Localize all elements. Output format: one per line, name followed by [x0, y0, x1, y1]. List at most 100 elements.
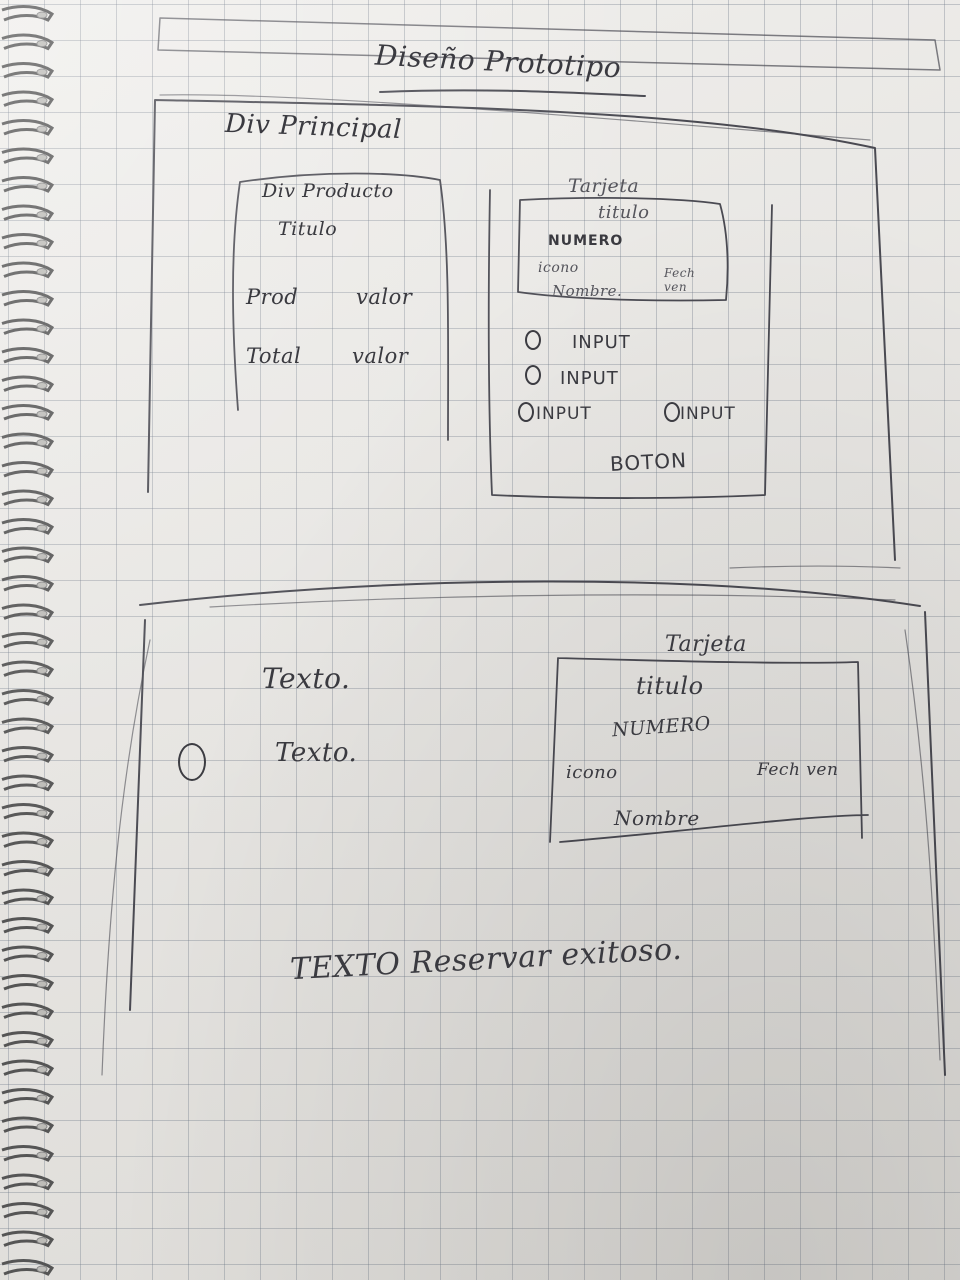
product-row-value: valor [356, 285, 413, 309]
card-top-title: titulo [598, 202, 650, 223]
spiral-hole [36, 752, 48, 760]
card-bottom-icon: icono [566, 762, 618, 783]
spiral-hole [36, 1066, 48, 1073]
product-box-label: Div Producto [262, 180, 394, 202]
product-box-outline [232, 172, 450, 441]
spiral-hole [36, 667, 48, 674]
spiral-hole [36, 410, 48, 418]
spiral-hole [36, 923, 48, 931]
spiral-hole [36, 610, 48, 617]
spiral-ring [1, 774, 55, 792]
spiral-hole [36, 382, 48, 389]
card-top-outline [517, 197, 729, 302]
spiral-hole [36, 553, 48, 560]
spiral-ring [1, 404, 55, 421]
spiral-ring [1, 888, 55, 906]
spiral-hole [36, 1094, 48, 1102]
spiral-hole [36, 581, 48, 589]
spiral-hole [36, 296, 48, 304]
spiral-ring [1, 974, 55, 991]
spiral-ring [1, 119, 55, 136]
spiral-ring [1, 347, 55, 364]
input-label[interactable]: INPUT [536, 404, 592, 424]
spiral-hole [36, 1180, 48, 1187]
bottom-div-outline [129, 611, 946, 1076]
spiral-ring [1, 1002, 55, 1020]
spiral-ring [1, 1173, 55, 1191]
spiral-hole [36, 325, 48, 332]
title-underline [379, 89, 646, 97]
spiral-hole [36, 68, 48, 76]
spiral-hole [36, 838, 48, 845]
spiral-hole [36, 695, 48, 703]
radio-circle[interactable] [518, 402, 534, 422]
spiral-ring [1, 546, 55, 564]
card-top-date: Fech ven [664, 266, 696, 294]
spiral-ring [1, 375, 55, 393]
spiral-ring [1, 204, 55, 222]
spiral-ring [1, 489, 55, 507]
spiral-ring [1, 831, 55, 849]
spiral-hole [36, 1009, 48, 1016]
spiral-hole [36, 239, 48, 247]
spiral-ring [1, 432, 55, 450]
spiral-hole [36, 182, 48, 190]
card-bottom-name: Nombre [614, 806, 700, 830]
spiral-ring [1, 461, 55, 478]
spiral-ring [1, 176, 55, 193]
spiral-ring [1, 689, 55, 706]
input-label[interactable]: INPUT [572, 332, 631, 353]
spiral-hole [36, 952, 48, 959]
card-bottom-date: Fech ven [757, 760, 839, 780]
spiral-hole [36, 97, 48, 104]
form-box-outline [487, 189, 773, 499]
title-box [157, 17, 941, 71]
spiral-hole [36, 895, 48, 902]
spiral-hole [36, 1208, 48, 1216]
input-label[interactable]: INPUT [560, 368, 619, 389]
spiral-hole [36, 638, 48, 646]
spiral-ring [1, 1116, 55, 1134]
spiral-ring [1, 518, 55, 535]
product-row-label: Prod [246, 285, 299, 309]
spiral-ring [1, 318, 55, 336]
spiral-hole [36, 724, 48, 731]
input-label[interactable]: INPUT [680, 404, 736, 424]
spiral-ring [1, 1088, 55, 1105]
card-bottom-title: titulo [636, 672, 704, 700]
total-row-label: Total [246, 344, 302, 368]
spiral-hole [36, 40, 48, 47]
spiral-ring [1, 1031, 55, 1048]
card-bottom-outline [549, 657, 869, 843]
spiral-hole [36, 268, 48, 275]
spiral-ring [1, 1230, 55, 1248]
spiral-hole [36, 1265, 48, 1273]
card-bottom-label: Tarjeta [665, 632, 747, 657]
spiral-ring [1, 261, 55, 279]
spiral-ring [1, 660, 55, 678]
spiral-binding [1, 5, 55, 1276]
spiral-ring [1, 1145, 55, 1162]
spiral-hole [36, 467, 48, 475]
spiral-hole [36, 1151, 48, 1159]
card-top-name: Nombre. [552, 282, 623, 300]
radio-circle[interactable] [525, 365, 541, 385]
radio-circle[interactable] [664, 402, 680, 422]
spiral-ring [1, 62, 55, 79]
spiral-ring [1, 1259, 55, 1276]
main-div-label: Div Principal [224, 108, 403, 146]
spiral-hole [36, 154, 48, 161]
radio-circle[interactable] [525, 330, 541, 350]
spiral-hole [36, 866, 48, 874]
spiral-hole [36, 1123, 48, 1130]
spiral-hole [36, 439, 48, 446]
spiral-hole [36, 781, 48, 788]
bottom-text-2: Texto. [275, 738, 358, 768]
submit-button-label[interactable]: BOTON [609, 448, 688, 476]
bottom-radio-circle[interactable] [178, 743, 206, 781]
spiral-ring [1, 5, 55, 22]
spiral-hole [36, 809, 48, 817]
spiral-ring [1, 917, 55, 934]
spiral-ring [1, 90, 55, 108]
